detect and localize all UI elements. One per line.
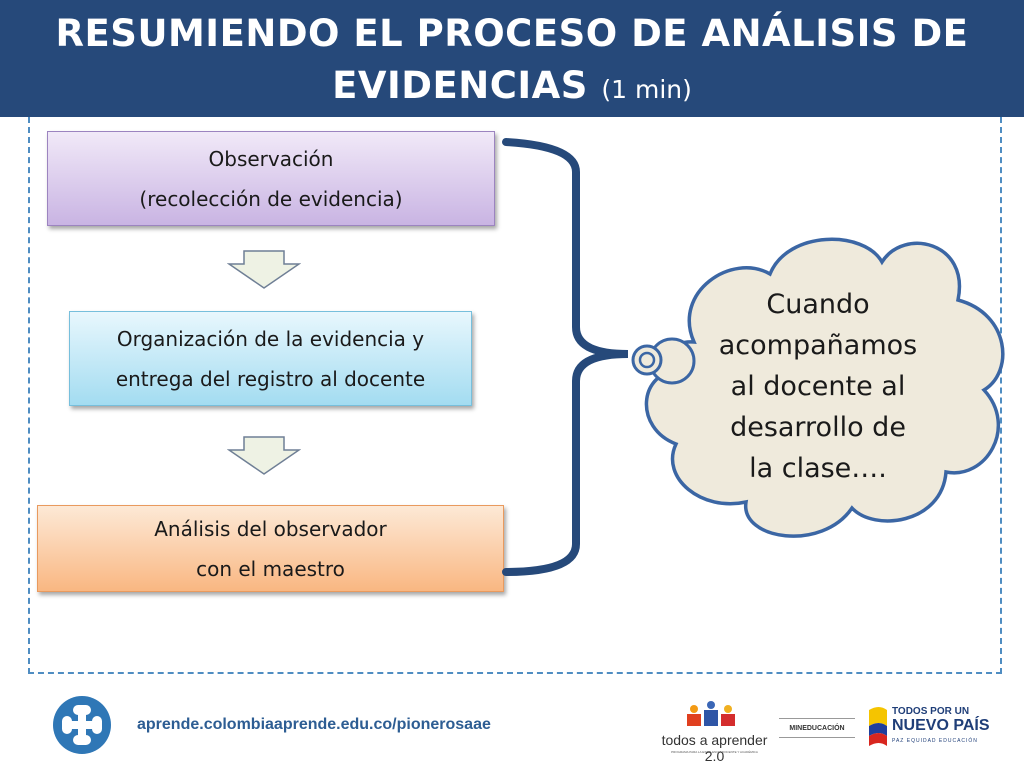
step-observacion-line2: (recolección de evidencia) xyxy=(139,186,403,211)
mineducacion-logo: MINEDUCACIÓN xyxy=(779,718,855,738)
step-organizacion-line2: entrega del registro al docente xyxy=(115,366,426,391)
down-arrow-icon xyxy=(227,250,301,289)
title-duration: (1 min) xyxy=(601,75,692,104)
todos-a-aprender-text: todos a aprender 2.0 xyxy=(661,732,768,764)
todos-a-aprender-subtext: PROGRAMA PARA LA EXCELENCIA DOCENTE Y AC… xyxy=(671,750,758,754)
slide-title: RESUMIENDO EL PROCESO DE ANÁLISIS DE EVI… xyxy=(0,8,1024,116)
nuevo-pais-line3: PAZ EQUIDAD EDUCACIÓN xyxy=(892,738,978,744)
step-analisis-line1: Análisis del observador xyxy=(154,516,387,541)
todos-por-un-nuevo-pais-logo: TODOS POR UN NUEVO PAÍS PAZ EQUIDAD EDUC… xyxy=(865,704,1019,754)
todos-a-aprender-figures-icon xyxy=(687,701,735,726)
todos-a-aprender-logo: todos a aprender 2.0 PROGRAMA PARA LA EX… xyxy=(657,700,772,764)
right-brace-icon xyxy=(502,138,629,576)
thought-cloud-icon xyxy=(631,237,1005,538)
cloud-line: Cuando xyxy=(766,289,870,320)
step-analisis-box: Análisis del observador con el maestro xyxy=(37,505,504,592)
puzzle-icon[interactable] xyxy=(52,695,112,755)
cloud-line: desarrollo de xyxy=(730,412,906,443)
title-line-1: RESUMIENDO EL PROCESO DE ANÁLISIS DE xyxy=(55,12,969,55)
cloud-line: la clase…. xyxy=(749,453,887,484)
nuevo-pais-line1: TODOS POR UN xyxy=(892,706,970,717)
sponsor-logos: todos a aprender 2.0 PROGRAMA PARA LA EX… xyxy=(657,700,1019,764)
nuevo-pais-line2: NUEVO PAÍS xyxy=(892,717,990,734)
colombia-flag-icon xyxy=(869,707,887,746)
cloud-line: al docente al xyxy=(730,371,906,402)
down-arrow-icon xyxy=(227,436,301,475)
step-observacion-line1: Observación xyxy=(208,146,334,171)
title-line-2: EVIDENCIAS xyxy=(332,64,588,107)
title-bar: RESUMIENDO EL PROCESO DE ANÁLISIS DE EVI… xyxy=(0,0,1024,117)
content-frame xyxy=(28,117,1002,674)
cloud-line: acompañamos xyxy=(718,330,918,361)
step-organizacion-box: Organización de la evidencia y entrega d… xyxy=(69,311,472,406)
step-observacion-box: Observación (recolección de evidencia) xyxy=(47,131,495,226)
step-organizacion-line1: Organización de la evidencia y xyxy=(116,326,425,351)
step-analisis-line2: con el maestro xyxy=(196,556,345,581)
cloud-text: Cuando acompañamos al docente al desarro… xyxy=(700,284,936,489)
footer-url-link[interactable]: aprende.colombiaaprende.edu.co/pionerosa… xyxy=(137,716,491,733)
mineducacion-text: MINEDUCACIÓN xyxy=(789,724,845,732)
